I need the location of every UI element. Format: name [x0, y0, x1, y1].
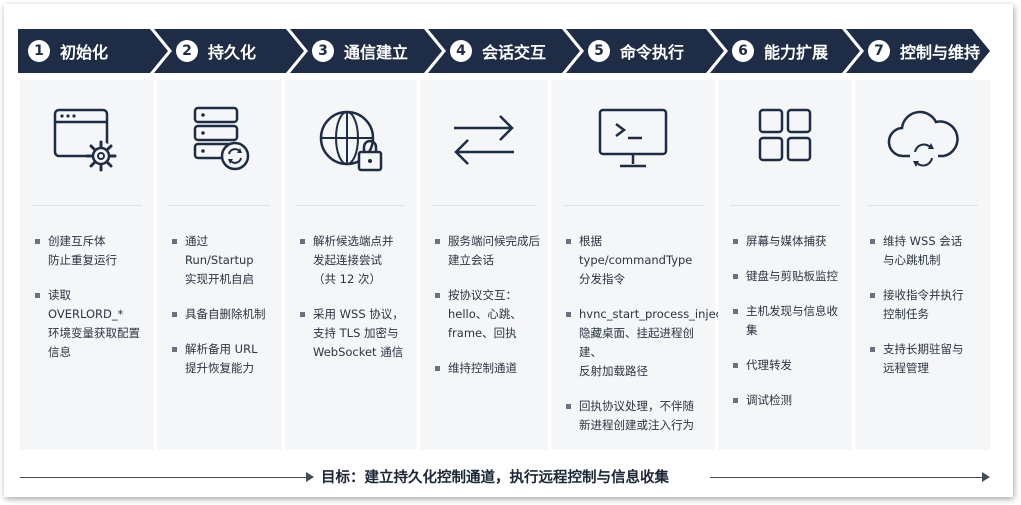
stage-number: 2 — [176, 40, 198, 62]
bullet-list: 创建互斥体 防止重复运行 读取 OVERLORD_* 环境变量获取配置信息 — [34, 232, 150, 378]
list-item: 屏幕与媒体捕获 — [732, 232, 848, 251]
stage-2: 2 持久化 — [154, 29, 304, 73]
server-refresh-icon — [193, 106, 249, 171]
stage-3: 3 通信建立 — [290, 29, 442, 73]
list-item: 维持控制通道 — [434, 359, 544, 378]
list-item: 创建互斥体 防止重复运行 — [34, 232, 150, 270]
stage-4: 4 会话交互 — [428, 29, 580, 73]
list-item: 回执协议处理，不伴随 新进程创建或注入行为 — [565, 397, 711, 435]
stage-7: 7 控制与维持 — [846, 29, 990, 73]
divider — [432, 205, 536, 206]
goal-arrowhead-left — [306, 472, 314, 482]
list-item: 根据 type/commandType 分发指令 — [565, 232, 711, 289]
goal-line-right — [710, 477, 982, 478]
list-item: 接收指令并执行 控制任务 — [869, 286, 986, 324]
divider — [730, 205, 840, 206]
column-initialization: 创建互斥体 防止重复运行 读取 OVERLORD_* 环境变量获取配置信息 — [20, 80, 154, 450]
window-gear-icon — [53, 108, 117, 172]
goal-text: 目标：建立持久化控制通道，执行远程控制与信息收集 — [321, 470, 669, 486]
globe-lock-icon — [319, 110, 383, 172]
column-session: 服务端问候完成后 建立会话 按协议交互： hello、心跳、 frame、回执 … — [420, 80, 548, 450]
column-extension: 屏幕与媒体捕获 键盘与剪贴板监控 主机发现与信息收集 代理转发 调试检测 — [718, 80, 852, 450]
bullet-list: 维持 WSS 会话 与心跳机制 接收指令并执行 控制任务 支持长期驻留与 远程管… — [869, 232, 986, 394]
grid-modules-icon — [758, 108, 812, 162]
list-item: 键盘与剪贴板监控 — [732, 267, 848, 286]
list-item: 调试检测 — [732, 391, 848, 410]
stage-label: 通信建立 — [344, 43, 409, 62]
bullet-list: 屏幕与媒体捕获 键盘与剪贴板监控 主机发现与信息收集 代理转发 调试检测 — [732, 232, 848, 426]
terminal-monitor-icon — [598, 108, 668, 168]
stage-number: 6 — [732, 40, 754, 62]
stage-1: 1 初始化 — [18, 29, 168, 73]
list-item: 按协议交互： hello、心跳、 frame、回执 — [434, 286, 544, 343]
bullet-list: 通过 Run/Startup 实现开机自启 具备自删除机制 解析备用 URL 提… — [171, 232, 278, 394]
stage-label: 初始化 — [60, 43, 109, 62]
goal-arrowhead-right — [982, 472, 990, 482]
list-item: 读取 OVERLORD_* 环境变量获取配置信息 — [34, 286, 150, 362]
list-item: 代理转发 — [732, 356, 848, 375]
stage-banner: 1 初始化 2 持久化 3 通信建立 4 会话交互 5 命令执行 6 能力扩展 … — [18, 29, 990, 73]
list-item: 服务端问候完成后 建立会话 — [434, 232, 544, 270]
column-control: 维持 WSS 会话 与心跳机制 接收指令并执行 控制任务 支持长期驻留与 远程管… — [855, 80, 990, 450]
list-item: 解析候选端点并 发起连接尝试 （共 12 次） — [299, 232, 413, 289]
divider — [297, 205, 405, 206]
stage-label: 命令执行 — [620, 43, 685, 62]
divider — [32, 205, 142, 206]
stage-number: 7 — [868, 40, 890, 62]
cloud-sync-icon — [887, 110, 959, 167]
stage-5: 5 命令执行 — [566, 29, 724, 73]
column-command: 根据 type/commandType 分发指令 hvnc_start_proc… — [551, 80, 745, 451]
bullet-list: 服务端问候完成后 建立会话 按协议交互： hello、心跳、 frame、回执 … — [434, 232, 544, 394]
stage-number: 4 — [450, 40, 472, 62]
goal-line-left — [20, 477, 311, 478]
list-item: 解析备用 URL 提升恢复能力 — [171, 340, 278, 378]
stage-number: 1 — [28, 40, 50, 62]
divider — [867, 205, 978, 206]
stage-6: 6 能力扩展 — [710, 29, 860, 73]
bullet-list: 根据 type/commandType 分发指令 hvnc_start_proc… — [565, 232, 745, 451]
bullet-list: 解析候选端点并 发起连接尝试 （共 12 次） 采用 WSS 协议， 支持 TL… — [299, 232, 413, 378]
stage-label: 持久化 — [208, 43, 257, 62]
column-persistence: 通过 Run/Startup 实现开机自启 具备自删除机制 解析备用 URL 提… — [157, 80, 282, 450]
list-item: 维持 WSS 会话 与心跳机制 — [869, 232, 986, 270]
stage-number: 5 — [588, 40, 610, 62]
stage-label: 能力扩展 — [764, 43, 829, 62]
list-item: 具备自删除机制 — [171, 305, 278, 324]
column-communication: 解析候选端点并 发起连接尝试 （共 12 次） 采用 WSS 协议， 支持 TL… — [285, 80, 417, 450]
list-item: 采用 WSS 协议， 支持 TLS 加密与 WebSocket 通信 — [299, 305, 413, 362]
list-item: 支持长期驻留与 远程管理 — [869, 340, 986, 378]
stage-label: 会话交互 — [482, 43, 547, 62]
exchange-arrows-icon — [454, 115, 514, 165]
list-item: hvnc_start_process_injected: 隐藏桌面、挂起进程创建… — [565, 305, 745, 381]
list-item: 通过 Run/Startup 实现开机自启 — [171, 232, 278, 289]
divider — [169, 205, 270, 206]
list-item: 主机发现与信息收集 — [732, 302, 848, 340]
stage-label: 控制与维持 — [900, 43, 981, 62]
divider — [563, 205, 703, 206]
stage-number: 3 — [312, 40, 334, 62]
